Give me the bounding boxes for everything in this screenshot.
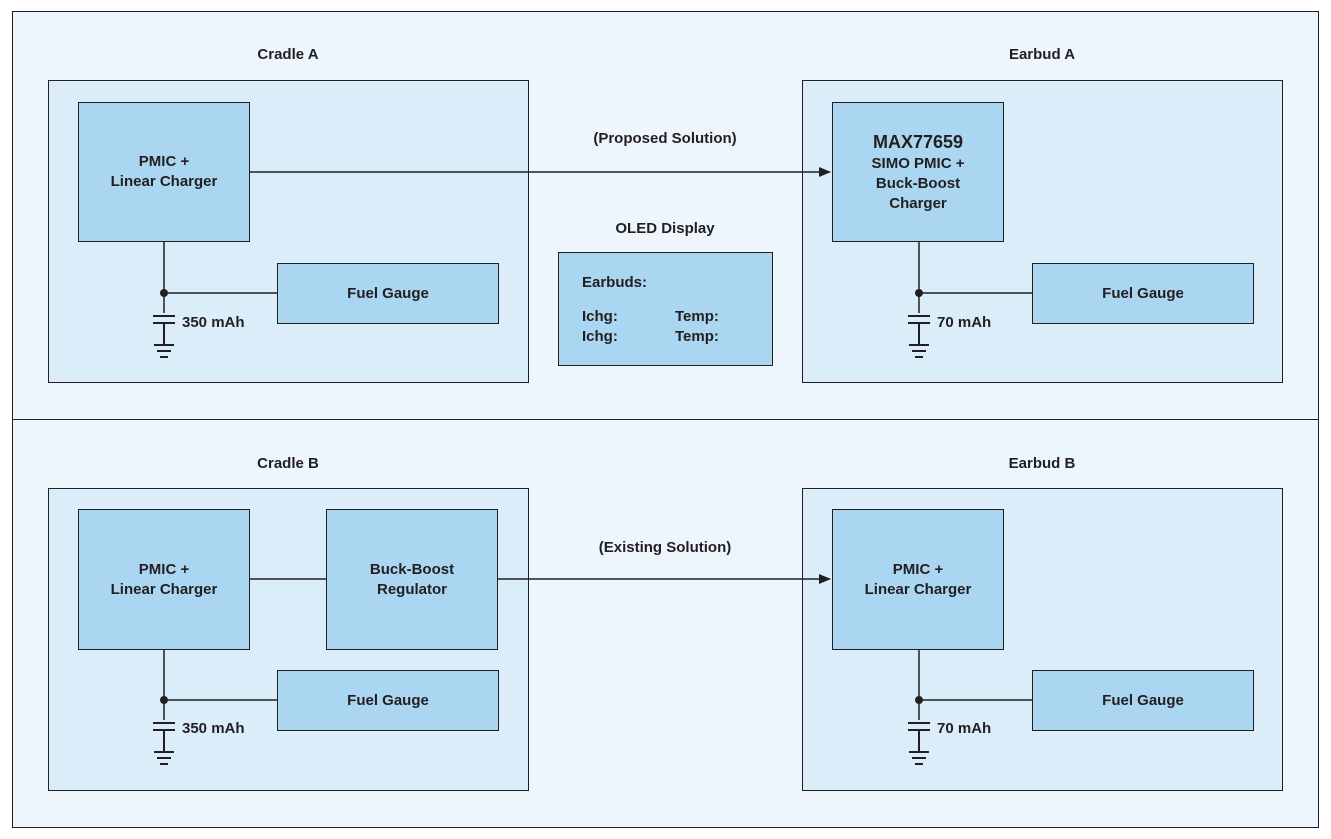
earbud-a-fuel-gauge: Fuel Gauge xyxy=(1032,263,1254,324)
earbud-a-charger-block: MAX77659 SIMO PMIC + Buck-Boost Charger xyxy=(832,102,1004,242)
earbud-b-fuel-gauge: Fuel Gauge xyxy=(1032,670,1254,731)
cradle-b-battery-label: 350 mAh xyxy=(182,720,245,737)
cradle-a-fuel-gauge-label: Fuel Gauge xyxy=(347,284,429,302)
earbud-a-part-number: MAX77659 xyxy=(872,132,964,152)
cradle-b-regulator-line2: Regulator xyxy=(376,580,447,598)
cradle-b-charger-block: PMIC + Linear Charger xyxy=(78,509,250,650)
cradle-b-regulator-line1: Buck-Boost xyxy=(369,560,455,578)
cradle-b-fuel-gauge-label: Fuel Gauge xyxy=(347,691,429,709)
cradle-a-charger-line1: PMIC + xyxy=(138,153,190,170)
earbud-b-battery-label: 70 mAh xyxy=(937,720,992,737)
cradle-a-battery-label: 350 mAh xyxy=(182,314,245,331)
oled-row1-left: Ichg: xyxy=(582,308,618,325)
cradle-b-title: Cradle B xyxy=(257,455,319,472)
oled-row1-right: Temp: xyxy=(675,308,719,325)
oled-row2-left: Ichg: xyxy=(582,328,618,345)
cradle-a-charger-block: PMIC + Linear Charger xyxy=(78,102,250,242)
cradle-b-fuel-gauge: Fuel Gauge xyxy=(277,670,499,731)
earbud-a-charger-line3: Charger xyxy=(889,195,947,212)
oled-display: Earbuds: Ichg: Temp: Ichg: Temp: xyxy=(558,252,773,366)
oled-header: Earbuds: xyxy=(582,274,648,291)
earbud-a-battery-icon xyxy=(908,315,930,358)
cradle-b-junction-dot xyxy=(160,696,168,704)
earbud-b-charger-block: PMIC + Linear Charger xyxy=(832,509,1004,650)
cradle-b-battery-icon xyxy=(153,722,175,765)
earbud-a-charger-line1: SIMO PMIC + xyxy=(871,155,965,172)
earbud-a-fuel-gauge-label: Fuel Gauge xyxy=(1102,284,1184,302)
oled-row2-right: Temp: xyxy=(675,328,719,345)
cradle-b-charger-line1: PMIC + xyxy=(138,560,190,578)
cradle-a-fuel-gauge: Fuel Gauge xyxy=(277,263,499,324)
cradle-a-battery-icon xyxy=(153,315,175,358)
link-a-label: (Proposed Solution) xyxy=(593,130,737,147)
cradle-a-junction-dot xyxy=(160,289,168,297)
earbud-b-charger-line2: Linear Charger xyxy=(864,580,972,598)
earbud-b-junction-dot xyxy=(915,696,923,704)
earbud-a-title: Earbud A xyxy=(1008,46,1076,63)
earbud-b-title: Earbud B xyxy=(1008,455,1076,472)
earbud-b-battery-icon xyxy=(908,722,930,765)
earbud-a-charger-line2: Buck-Boost xyxy=(875,175,961,192)
earbud-b-fuel-gauge-label: Fuel Gauge xyxy=(1102,691,1184,709)
cradle-a-charger-line2: Linear Charger xyxy=(110,173,218,190)
cradle-b-regulator-block: Buck-Boost Regulator xyxy=(326,509,498,650)
link-b-label: (Existing Solution) xyxy=(598,539,732,556)
earbud-b-charger-line1: PMIC + xyxy=(892,560,944,578)
earbud-a-junction-dot xyxy=(915,289,923,297)
cradle-a-title: Cradle A xyxy=(257,46,319,63)
cradle-b-charger-line2: Linear Charger xyxy=(110,580,218,598)
oled-title: OLED Display xyxy=(615,220,715,237)
earbud-a-battery-label: 70 mAh xyxy=(937,314,992,331)
